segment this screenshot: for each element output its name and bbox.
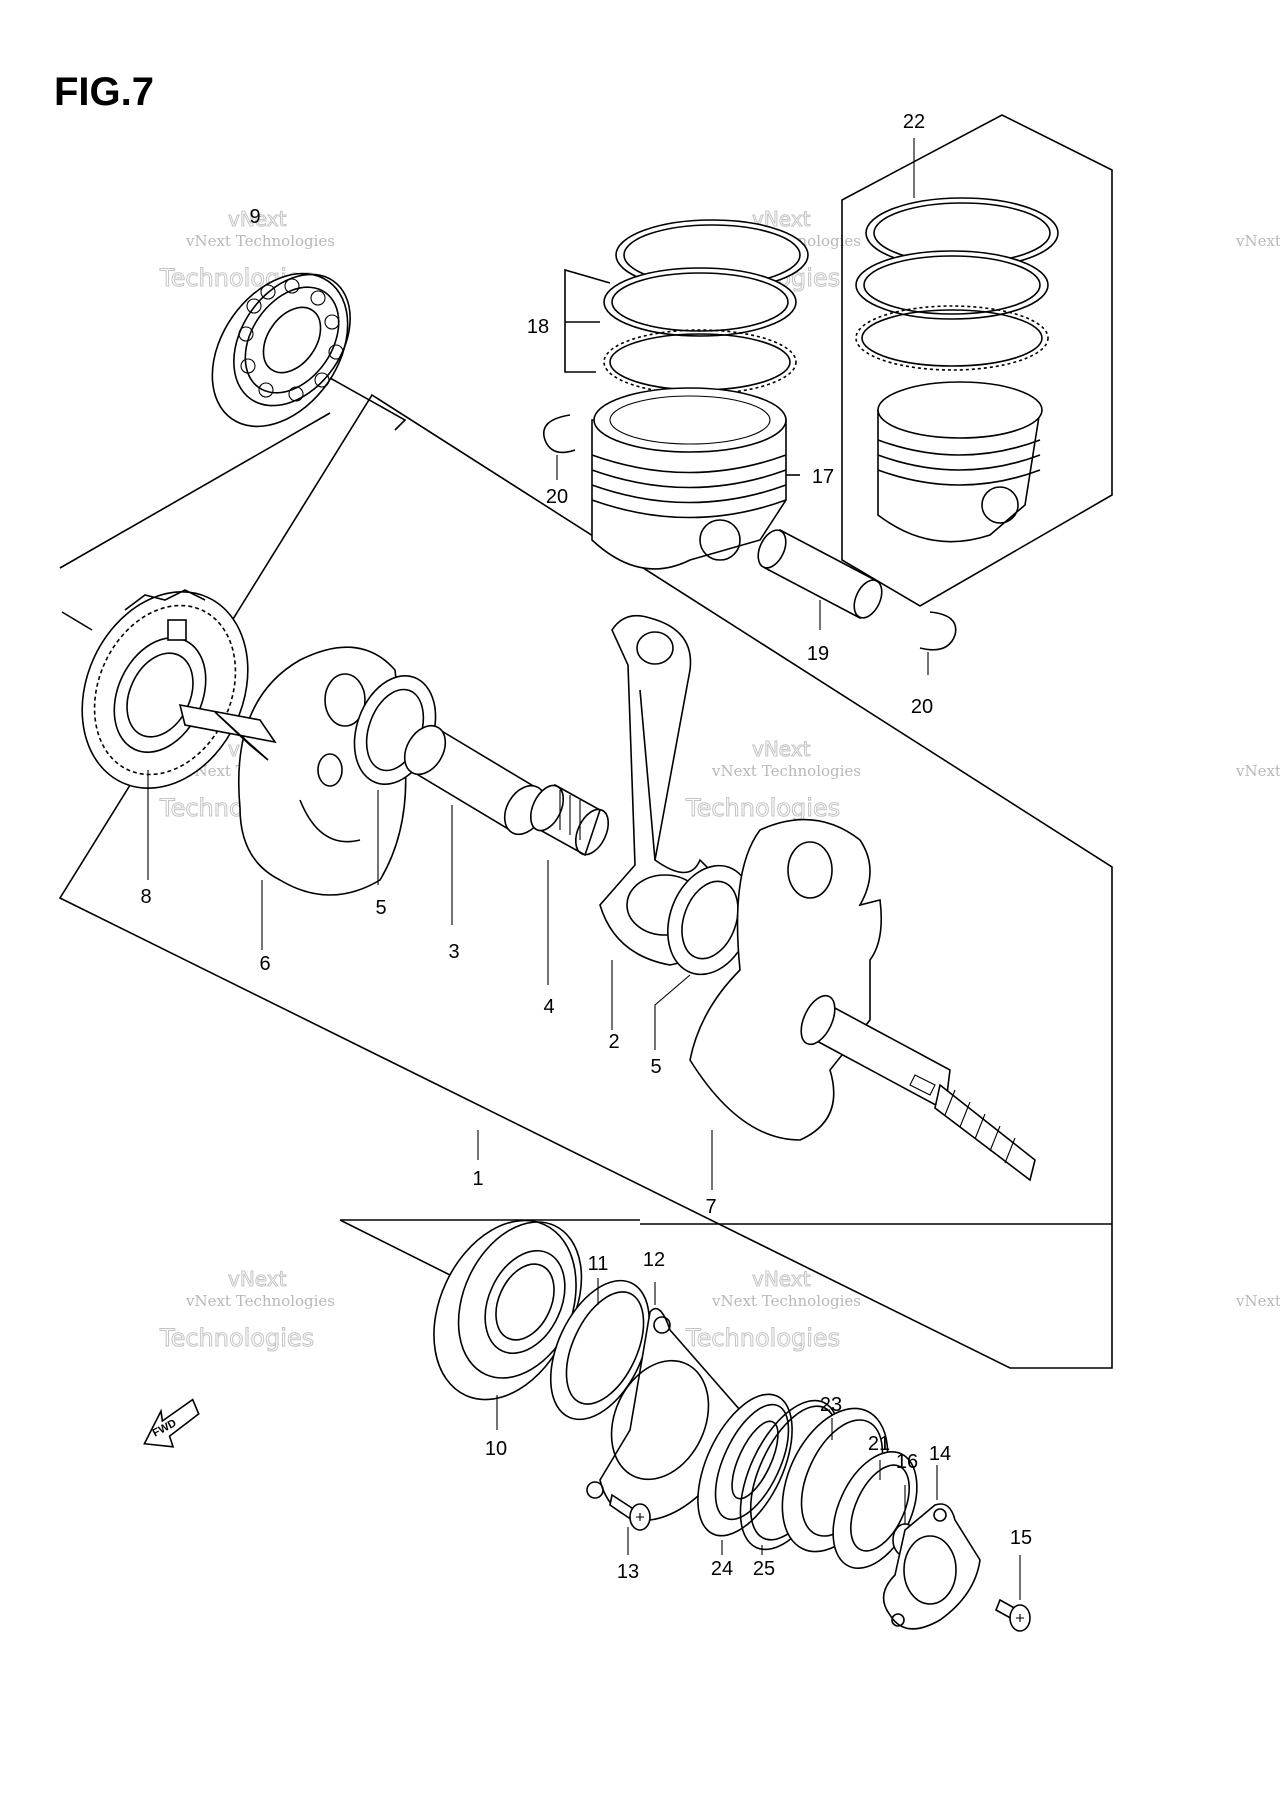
piston-22	[855, 197, 1059, 543]
crank-pin-3	[403, 724, 547, 925]
crankshaft-assembly-outline	[58, 393, 1113, 1369]
callout-19: 19	[807, 643, 829, 665]
fwd-arrow: FWD	[143, 1398, 200, 1448]
watermark-line3: vNext	[228, 207, 287, 231]
callout-6: 6	[259, 953, 270, 975]
callout-2: 2	[608, 1031, 619, 1053]
callout-8: 8	[140, 886, 151, 908]
watermark-line3: vNext	[752, 1267, 811, 1291]
needle-bearing-4	[529, 783, 610, 985]
watermark-mid-mid: vNext vNext Technologies Technologies	[685, 737, 862, 823]
callout-22: 22	[903, 111, 925, 133]
callout-3: 3	[448, 941, 459, 963]
bearing-9	[211, 272, 407, 431]
screw-15	[994, 1555, 1031, 1632]
piston-rings-18	[564, 219, 809, 395]
piston-17	[591, 387, 800, 570]
watermark-line2: Technologies	[685, 794, 840, 822]
watermark-edge: vNext Technologies	[1235, 1292, 1280, 1310]
circlip-20-lower	[919, 611, 957, 675]
watermark-edge: vNext Technologies	[1235, 762, 1280, 780]
callout-20-upper: 20	[546, 486, 568, 508]
callout-15: 15	[1010, 1527, 1032, 1549]
watermark-line1: vNext Technologies	[711, 762, 861, 780]
callout-23: 23	[820, 1394, 842, 1416]
watermark-edge-right: vNext Technologies vNext Technologies vN…	[1235, 232, 1280, 1310]
plate-14	[882, 1465, 981, 1630]
screw-13	[609, 1493, 651, 1555]
watermark-low-mid: vNext vNext Technologies Technologies	[685, 1267, 862, 1353]
watermark-line1: vNext Technologies	[711, 1292, 861, 1310]
piston-pin-19	[757, 528, 883, 630]
callout-14: 14	[929, 1443, 951, 1465]
piston-set-outline	[841, 114, 1113, 607]
callout-7: 7	[705, 1196, 716, 1218]
callout-16: 16	[896, 1451, 918, 1473]
callout-20-lower: 20	[911, 696, 933, 718]
bearing-rollers	[238, 278, 344, 402]
bearing-24	[697, 1393, 793, 1555]
watermark-line3: vNext	[752, 737, 811, 761]
callout-21: 21	[868, 1433, 890, 1455]
callout-17: 17	[812, 466, 834, 488]
callout-11: 11	[588, 1253, 609, 1275]
watermark-line3: vNext	[228, 1267, 287, 1291]
figure-title: FIG.7	[54, 70, 155, 114]
circlip-20-upper	[543, 414, 576, 480]
callout-10: 10	[485, 1438, 507, 1460]
watermark-line1: vNext Technologies	[185, 232, 335, 250]
watermark-low-left: vNext vNext Technologies Technologies	[159, 1267, 336, 1353]
callout-5-left: 5	[375, 897, 386, 919]
watermark-edge: vNext Technologies	[1235, 232, 1280, 250]
callout-18: 18	[527, 316, 549, 338]
watermark-top-left: vNext vNext Technologies Technologies	[159, 207, 336, 293]
callout-9: 9	[249, 206, 260, 228]
watermark-line1: vNext Technologies	[185, 1292, 335, 1310]
seal-11	[549, 1278, 651, 1421]
callout-13: 13	[617, 1561, 639, 1583]
watermark-line2: Technologies	[685, 1324, 840, 1352]
crank-half-7	[689, 818, 1036, 1190]
callout-12: 12	[643, 1249, 665, 1271]
callout-24: 24	[711, 1558, 733, 1580]
watermark-line2: Technologies	[159, 1324, 314, 1352]
callout-4: 4	[543, 996, 554, 1018]
callout-5-right: 5	[650, 1056, 661, 1078]
bearing-10	[433, 1219, 583, 1430]
callout-1: 1	[472, 1168, 483, 1190]
callout-labels: 9 22 18 20 17 19 20 8 5 6 3 4 2 5 1 7 11…	[140, 111, 1032, 1583]
callout-25: 25	[753, 1558, 775, 1580]
